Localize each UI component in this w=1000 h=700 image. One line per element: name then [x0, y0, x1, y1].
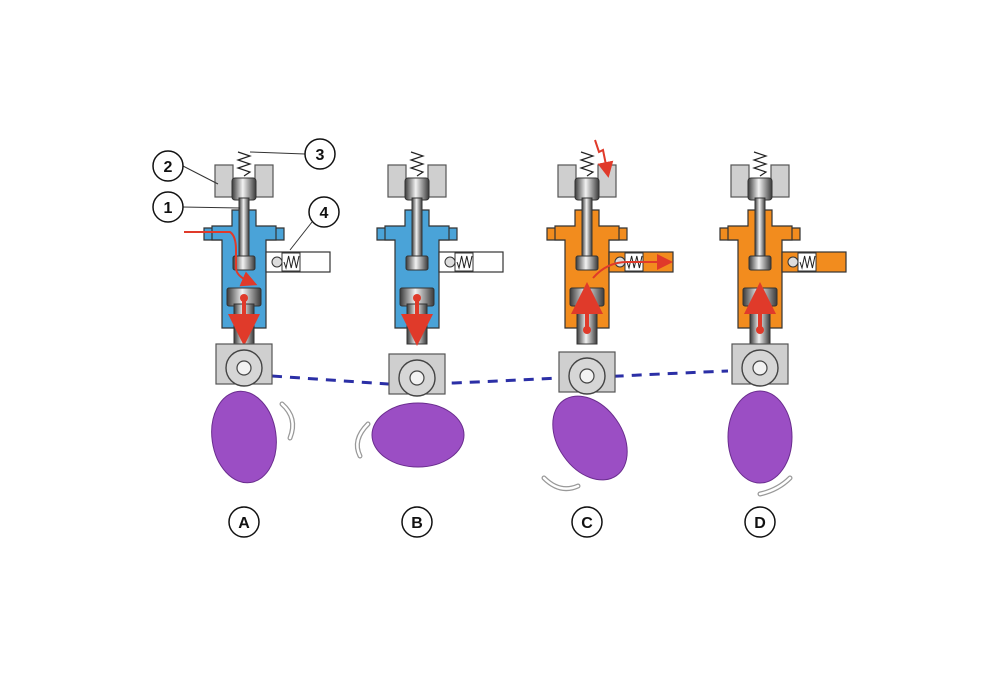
valve-stem — [754, 197, 766, 261]
valve-seat — [405, 255, 429, 271]
stage-label-b: B — [401, 506, 433, 538]
rotation-arrow — [542, 476, 580, 490]
stage-label-c-text: C — [581, 515, 593, 532]
stage-label-a-text: A — [238, 515, 250, 532]
check-valve-spring — [283, 255, 300, 270]
valve-head — [747, 177, 773, 201]
cam-lobe — [211, 390, 277, 484]
callout-4: 4 — [289, 196, 340, 251]
cam-lobe — [552, 395, 628, 481]
stage-label-b-text: B — [411, 515, 423, 532]
valve-seat — [575, 255, 599, 271]
pump-stage-c — [541, 139, 674, 492]
roller-axle — [409, 370, 425, 386]
roller-axle — [236, 360, 252, 376]
mount-block-left — [214, 164, 234, 198]
mount-block-left — [387, 164, 407, 198]
valve-head — [231, 177, 257, 201]
valve-seat — [748, 255, 772, 271]
mount-block-right — [427, 164, 447, 198]
check-valve-spring — [799, 255, 816, 270]
callout-3: 3 — [249, 138, 336, 170]
valve-seat — [232, 255, 256, 271]
callout-2-text: 2 — [164, 159, 173, 176]
rotation-arrow — [758, 476, 792, 496]
top-spring — [752, 151, 768, 177]
callout-4-text: 4 — [320, 205, 329, 222]
check-valve-ball — [271, 256, 283, 268]
pump-stage-d — [719, 151, 847, 497]
cam-lobe — [727, 390, 793, 484]
mount-block-right — [254, 164, 274, 198]
check-valve-spring — [456, 255, 473, 270]
roller-axle — [579, 368, 595, 384]
check-valve-ball — [444, 256, 456, 268]
mount-block-left — [730, 164, 750, 198]
valve-head — [574, 177, 600, 201]
pump-stage-b — [354, 151, 504, 468]
top-spring — [409, 151, 425, 177]
top-spring — [236, 151, 252, 177]
mount-block-left — [557, 164, 577, 198]
cam-lobe — [371, 402, 465, 468]
rotation-arrow — [280, 402, 294, 440]
callout-1-text: 1 — [164, 200, 173, 217]
roller-axle — [752, 360, 768, 376]
top-spring — [579, 151, 595, 177]
mount-block-right — [770, 164, 790, 198]
valve-head — [404, 177, 430, 201]
valve-stem — [411, 197, 423, 261]
valve-stem — [238, 197, 250, 261]
callout-3-text: 3 — [316, 147, 325, 164]
pump-stage-a — [184, 151, 331, 484]
actuation-arrow — [594, 139, 614, 178]
stage-label-c: C — [571, 506, 603, 538]
stage-label-d-text: D — [754, 515, 766, 532]
callout-1: 1 — [152, 191, 241, 223]
stage-label-d: D — [744, 506, 776, 538]
outlet-flow-arrow — [592, 254, 673, 279]
rotation-arrow — [356, 422, 370, 458]
valve-stem — [581, 197, 593, 261]
stage-label-a: A — [228, 506, 260, 538]
check-valve-spring — [626, 255, 643, 270]
follower-path-line — [271, 369, 729, 386]
intake-flow-arrow — [184, 231, 258, 287]
check-valve-ball — [787, 256, 799, 268]
callout-2: 2 — [152, 150, 219, 185]
